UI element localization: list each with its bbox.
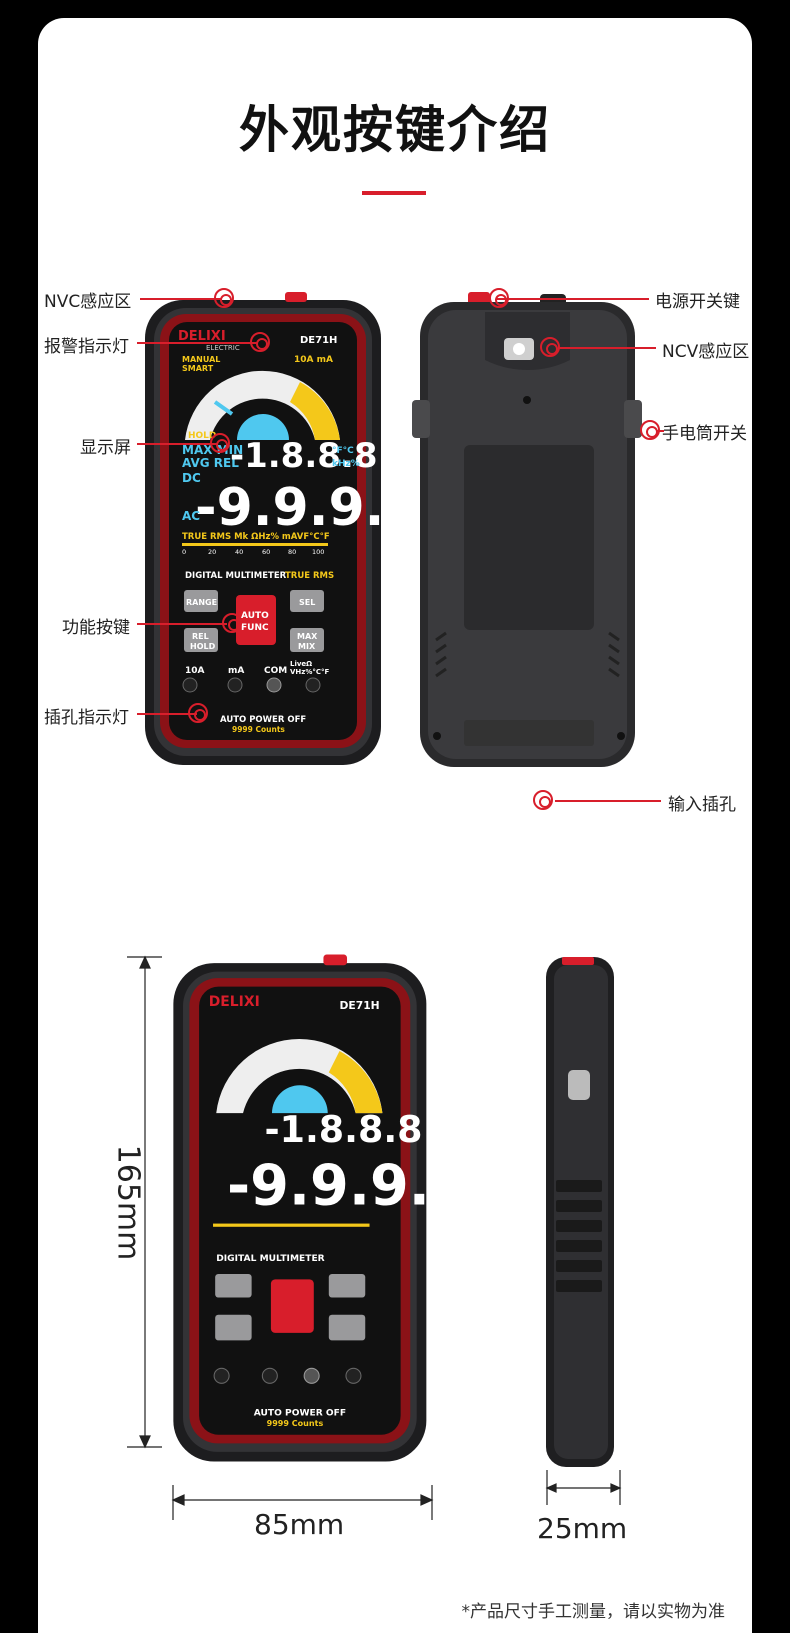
target-function-keys	[222, 613, 242, 633]
max-label: MAX	[297, 632, 318, 641]
small-digits: -1.8.8.8	[230, 436, 378, 476]
auto-power-off: AUTO POWER OFF	[220, 715, 306, 725]
callout-input-jack: 输入插孔	[668, 795, 736, 815]
page-title: 外观按键介绍	[239, 101, 551, 159]
avgrel-indicator: AVG REL	[182, 456, 239, 470]
sel-button	[290, 590, 324, 612]
auto-power-off-2: AUTO POWER OFF	[254, 1408, 346, 1418]
range-button-label: RANGE	[186, 598, 217, 607]
target-flashlight	[640, 420, 660, 440]
scale-2: 40	[235, 548, 243, 556]
jack-com: COM	[264, 666, 287, 676]
scale-3: 60	[262, 548, 270, 556]
counts-label-2: 9999 Counts	[267, 1419, 324, 1428]
target-input-jack	[533, 790, 553, 810]
auto-func-button	[236, 595, 276, 645]
mix-label: MIX	[298, 642, 316, 651]
side-device-illustration	[546, 957, 614, 1467]
dc-indicator: DC	[182, 471, 201, 485]
callout-flashlight: 手电筒开关	[662, 424, 747, 444]
jack-ma: mA	[228, 666, 244, 676]
callout-function-keys: 功能按键	[62, 618, 130, 638]
big-digits: -9.9.9.9	[195, 478, 390, 538]
true-rms-label: TRUE RMS	[285, 571, 334, 581]
hold-label: HOLD	[190, 642, 216, 651]
big-digits-2: -9.9.9.9	[227, 1153, 436, 1218]
callout-display: 显示屏	[80, 438, 131, 458]
dimension-height: 165mm	[110, 1144, 146, 1261]
model-label: DE71H	[300, 335, 337, 346]
callout-ncv: NCV感应区	[662, 342, 750, 362]
brand-logo: DELIXI	[178, 329, 226, 344]
callout-nvc: NVC感应区	[44, 292, 132, 312]
callout-power-key: 电源开关键	[655, 292, 740, 312]
jack-v: VHz%°C°F	[290, 668, 330, 676]
brand-logo-2: DELIXI	[209, 994, 260, 1010]
jack-10a: 10A	[185, 666, 205, 676]
mode-smart: SMART	[182, 364, 214, 373]
target-jack-light	[188, 703, 208, 723]
sel-button-label: SEL	[299, 598, 315, 607]
scale-4: 80	[288, 548, 296, 556]
callout-jack-light: 插孔指示灯	[44, 708, 129, 728]
max-mix-button	[290, 628, 324, 652]
brand-sub: ELECTRIC	[206, 344, 240, 352]
target-power-key	[489, 288, 509, 308]
trms-line: TRUE RMS Mk ΩHz% mAVF°C°F	[182, 532, 330, 542]
scale-1: 20	[208, 548, 216, 556]
model-label-2: DE71H	[340, 999, 380, 1012]
rel-hold-button	[184, 628, 218, 652]
scale-0: 0	[182, 548, 186, 556]
digital-label-2: DIGITAL MULTIMETER	[216, 1254, 324, 1264]
target-ncv	[540, 337, 560, 357]
scale-5: 100	[312, 548, 324, 556]
target-alarm-light	[250, 332, 270, 352]
front-device-dimension-illustration: DELIXI DE71H -1.8.8.8 -9.9.9.9 DIGITAL M…	[173, 954, 436, 1462]
units-right2: kHz%	[332, 459, 360, 469]
auto-label: AUTO	[241, 611, 269, 621]
dimension-depth: 25mm	[537, 1512, 628, 1545]
dimension-width: 85mm	[254, 1508, 345, 1541]
jack-live: LiveΩ	[290, 660, 312, 668]
counts-label: 9999 Counts	[232, 725, 285, 734]
hold-indicator: HOLD	[188, 431, 216, 441]
range-label: 10A mA	[294, 355, 333, 365]
target-display	[210, 433, 230, 453]
digital-label: DIGITAL MULTIMETER	[185, 571, 287, 581]
bar-scale: 0 20 40 60 80 100	[182, 548, 324, 556]
target-nvc	[214, 288, 234, 308]
mode-manual: MANUAL	[182, 355, 220, 364]
rel-label: REL	[192, 632, 209, 641]
ac-indicator: AC	[182, 509, 200, 523]
small-digits-2: -1.8.8.8	[264, 1108, 422, 1151]
title-underline	[362, 191, 426, 195]
callout-alarm-light: 报警指示灯	[44, 337, 129, 357]
units-right1: °F°C	[332, 446, 354, 456]
back-device-illustration	[412, 292, 642, 767]
range-button	[184, 590, 218, 612]
measurement-note: *产品尺寸手工测量，请以实物为准	[461, 1602, 726, 1622]
func-label: FUNC	[241, 623, 269, 633]
